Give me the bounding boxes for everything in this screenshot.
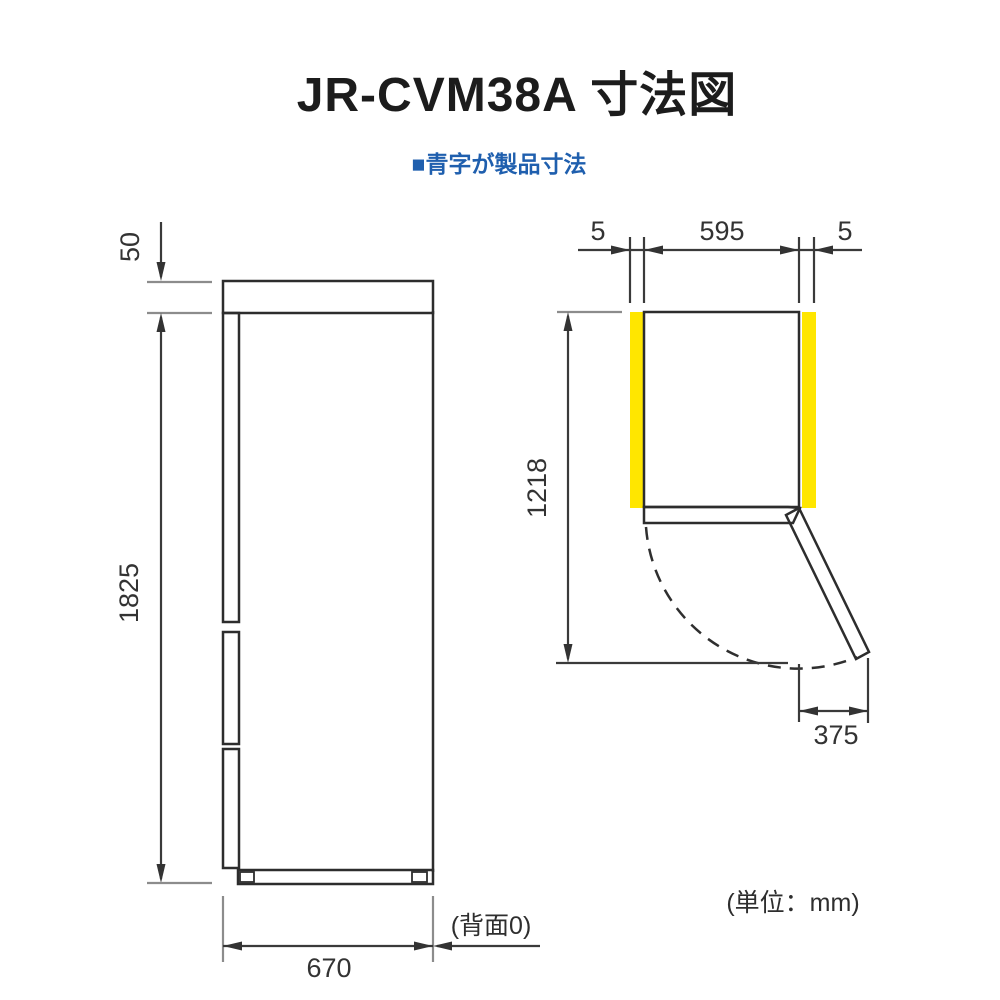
arrow-down-icon [563, 644, 573, 663]
dim-label-depth: 670 [306, 953, 351, 983]
arrow-left-icon [223, 941, 242, 951]
page-title: JR-CVM38A 寸法図 [297, 69, 738, 122]
dim-label-top-clearance: 50 [115, 232, 145, 262]
legend-blue-note: ■青字が製品寸法 [412, 151, 587, 177]
arrow-right-icon [849, 706, 868, 716]
side-view-base-band [236, 868, 435, 886]
top-view-door-open [784, 506, 871, 661]
side-view-top-clearance-band [221, 279, 435, 315]
dim-label-open-depth: 1218 [522, 458, 552, 518]
door-swing-arc [644, 526, 858, 670]
arrow-left-icon [433, 941, 452, 951]
unit-note: (単位：mm) [726, 889, 859, 917]
side-view-door-strip-bottom [221, 747, 241, 870]
top-view-right-clearance-strip [802, 312, 816, 508]
dim-label-height: 1825 [114, 563, 144, 623]
arrow-left-icon [814, 245, 833, 255]
side-view-door-strip-middle [221, 630, 241, 746]
rear-clearance-note: (背面0) [451, 912, 532, 940]
dim-label-door-open: 375 [813, 720, 858, 750]
arrow-right-icon [414, 941, 433, 951]
top-view-door-closed [642, 505, 802, 525]
arrow-up-icon [156, 313, 166, 332]
arrow-right-icon [780, 245, 799, 255]
side-view-door-strip-top [221, 311, 241, 624]
arrow-left-icon [644, 245, 663, 255]
arrow-right-icon [611, 245, 630, 255]
arrow-left-icon [799, 706, 818, 716]
arrow-down-icon [156, 262, 166, 281]
arrow-up-icon [563, 312, 573, 331]
arrow-down-icon [156, 864, 166, 883]
top-view-cabinet-body [642, 310, 801, 509]
leveling-foot-left [239, 871, 255, 883]
top-view-left-clearance-strip [630, 312, 644, 508]
dim-label-left-clearance: 5 [590, 216, 605, 246]
dim-label-width: 595 [699, 216, 744, 246]
leveling-foot-right [411, 871, 428, 883]
dim-label-right-clearance: 5 [837, 216, 852, 246]
